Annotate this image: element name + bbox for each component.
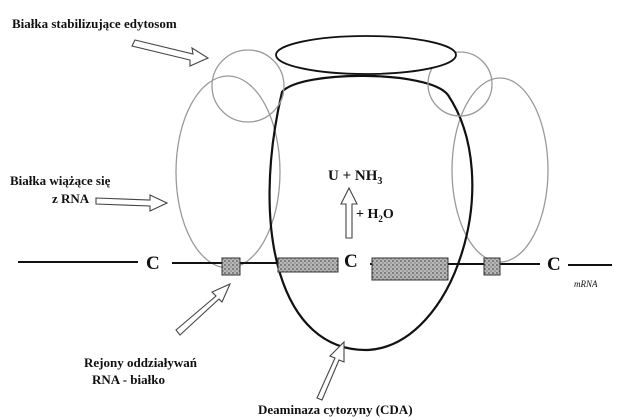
- label-cda: Deaminaza cytozyny (CDA): [258, 402, 413, 417]
- label-water: + H2O: [356, 207, 394, 224]
- label-c-middle: C: [344, 251, 358, 272]
- arrow-to-rna-binding-protein: [96, 195, 167, 211]
- left-rna-binding-protein: [176, 76, 280, 268]
- label-mrna: mRNA: [574, 279, 598, 289]
- top-stabilizing-ellipse: [276, 36, 456, 74]
- interaction-box-3: [372, 258, 448, 280]
- arrow-to-interaction-region: [176, 284, 230, 335]
- product-sub-text: 3: [377, 176, 382, 187]
- arrow-to-cda: [317, 342, 344, 400]
- label-rna-binding-line2: z RNA: [52, 191, 90, 206]
- reaction-arrow-up: [341, 188, 357, 238]
- label-interaction-line1: Rejony oddziaływań: [84, 355, 198, 370]
- water-o-text: O: [383, 207, 394, 222]
- top-left-stabilizing-circle: [212, 50, 284, 122]
- interaction-box-2: [278, 258, 338, 272]
- label-interaction-line2: RNA - białko: [92, 372, 165, 387]
- label-product: U + NH3: [328, 168, 382, 187]
- interaction-box-4: [484, 258, 500, 275]
- water-plus-text: + H: [356, 207, 378, 222]
- label-c-left: C: [146, 253, 160, 274]
- label-rna-binding-line1: Białka wiążące się: [10, 173, 111, 188]
- label-edytosom-proteins: Białka stabilizujące edytosom: [12, 16, 177, 31]
- interaction-box-1: [222, 258, 240, 275]
- product-u-text: U + NH: [328, 168, 378, 184]
- arrow-to-stabilizing-proteins: [132, 40, 208, 66]
- label-c-right: C: [547, 254, 561, 275]
